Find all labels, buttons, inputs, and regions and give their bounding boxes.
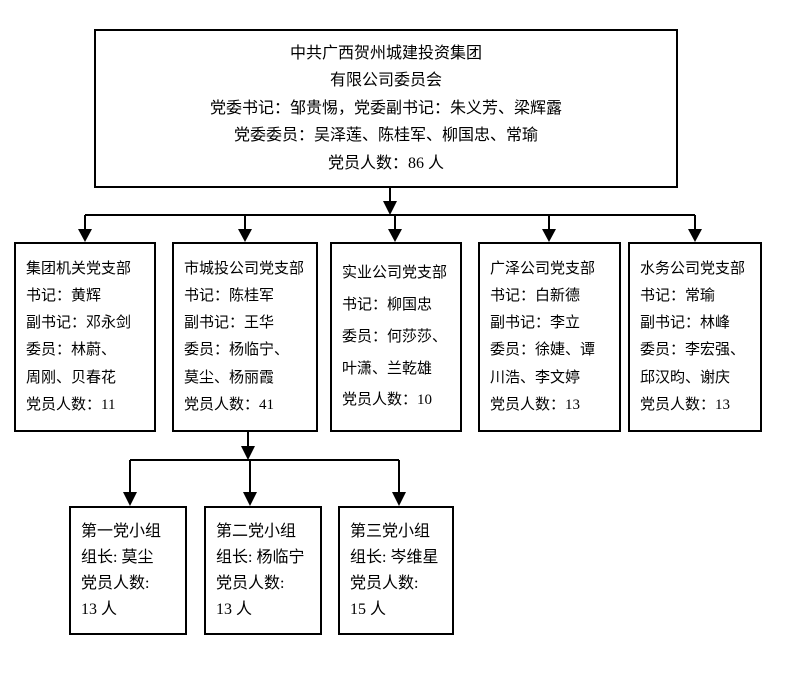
branch-title: 广泽公司党支部 [490, 260, 596, 277]
group-leader: 组长: 杨临宁 [216, 548, 305, 566]
branch-deputy-secretary: 副书记：王华 [184, 315, 275, 332]
branch-box-city-investment: 市城投公司党支部 书记：陈桂军 副书记：王华 委员：杨临宁、 莫尘、杨丽霞 党员… [172, 242, 318, 432]
branch-secretary: 书记：常瑜 [640, 287, 716, 304]
branch-box-group-office: 集团机关党支部 书记：黄辉 副书记：邓永剑 委员：林蔚、 周刚、贝春花 党员人数… [14, 242, 156, 432]
branch-title: 水务公司党支部 [640, 260, 746, 277]
group-box-third: 第三党小组 组长: 岑维星 党员人数: 15 人 [338, 506, 454, 635]
branch-secretary: 书记：陈桂军 [184, 287, 275, 304]
group-box-first: 第一党小组 组长: 莫尘 党员人数: 13 人 [69, 506, 187, 635]
branch-secretary: 书记：柳国忠 [342, 297, 433, 313]
branch-members-line-2: 叶潇、兰乾雄 [342, 360, 433, 377]
branch-title: 集团机关党支部 [26, 260, 132, 277]
committee-box: 中共广西贺州城建投资集团 有限公司委员会 党委书记：邹贵惕，党委副书记：朱义芳、… [94, 29, 678, 188]
group-title: 第三党小组 [350, 522, 431, 540]
group-member-count-value: 13 人 [216, 600, 253, 618]
committee-name-line-1: 中共广西贺州城建投资集团 [289, 44, 482, 62]
branch-members-line-1: 委员：林蔚、 [26, 342, 117, 359]
group-title: 第二党小组 [216, 522, 297, 540]
branch-member-count: 党员人数：41 [184, 396, 275, 413]
branch-secretary: 书记：白新德 [490, 287, 581, 304]
branch-members-line-2: 邱汉昀、谢庆 [640, 369, 731, 386]
branch-members-line-1: 委员：李宏强、 [640, 342, 746, 359]
group-member-count-value: 13 人 [81, 600, 118, 618]
arrowheads [78, 201, 702, 506]
group-member-count-label: 党员人数: [216, 574, 285, 592]
committee-member-count: 党员人数：86 人 [327, 154, 444, 172]
group-member-count-value: 15 人 [350, 600, 387, 618]
branch-member-count: 党员人数：13 [640, 396, 731, 413]
branch-deputy-secretary: 副书记：林峰 [640, 315, 731, 332]
branch-member-count: 党员人数：13 [490, 396, 581, 413]
branch-members-line-1: 委员：杨临宁、 [184, 342, 290, 359]
branch-box-industrial: 实业公司党支部 书记：柳国忠 委员：何莎莎、 叶潇、兰乾雄 党员人数：10 [330, 242, 462, 432]
group-member-count-label: 党员人数: [350, 574, 419, 592]
branch-title: 实业公司党支部 [342, 265, 448, 282]
group-member-count-label: 党员人数: [81, 574, 150, 592]
group-leader: 组长: 莫尘 [81, 548, 154, 566]
branch-secretary: 书记：黄辉 [26, 287, 102, 304]
branch-members-line-1: 委员：何莎莎、 [342, 328, 448, 345]
group-box-second: 第二党小组 组长: 杨临宁 党员人数: 13 人 [204, 506, 322, 635]
branch-deputy-secretary: 副书记：邓永剑 [26, 315, 132, 332]
branch-members-line-2: 莫尘、杨丽霞 [184, 369, 275, 386]
committee-name-line-2: 有限公司委员会 [329, 72, 442, 90]
branch-members-line-2: 川浩、李文婷 [490, 369, 581, 386]
branch-member-count: 党员人数：11 [26, 396, 116, 413]
branch-title: 市城投公司党支部 [184, 260, 305, 277]
committee-secretaries: 党委书记：邹贵惕，党委副书记：朱义芳、梁辉露 [209, 99, 562, 117]
branch-box-guangze: 广泽公司党支部 书记：白新德 副书记：李立 委员：徐婕、谭 川浩、李文婷 党员人… [478, 242, 621, 432]
group-title: 第一党小组 [81, 522, 162, 540]
branch-box-water: 水务公司党支部 书记：常瑜 副书记：林峰 委员：李宏强、 邱汉昀、谢庆 党员人数… [628, 242, 762, 432]
committee-members: 党委委员：吴泽莲、陈桂军、柳国忠、常瑜 [233, 127, 538, 145]
branch-deputy-secretary: 副书记：李立 [490, 315, 581, 332]
branch-members-line-2: 周刚、贝春花 [26, 369, 117, 386]
group-leader: 组长: 岑维星 [350, 548, 439, 566]
branch-members-line-1: 委员：徐婕、谭 [490, 342, 596, 359]
branch-member-count: 党员人数：10 [342, 392, 433, 409]
